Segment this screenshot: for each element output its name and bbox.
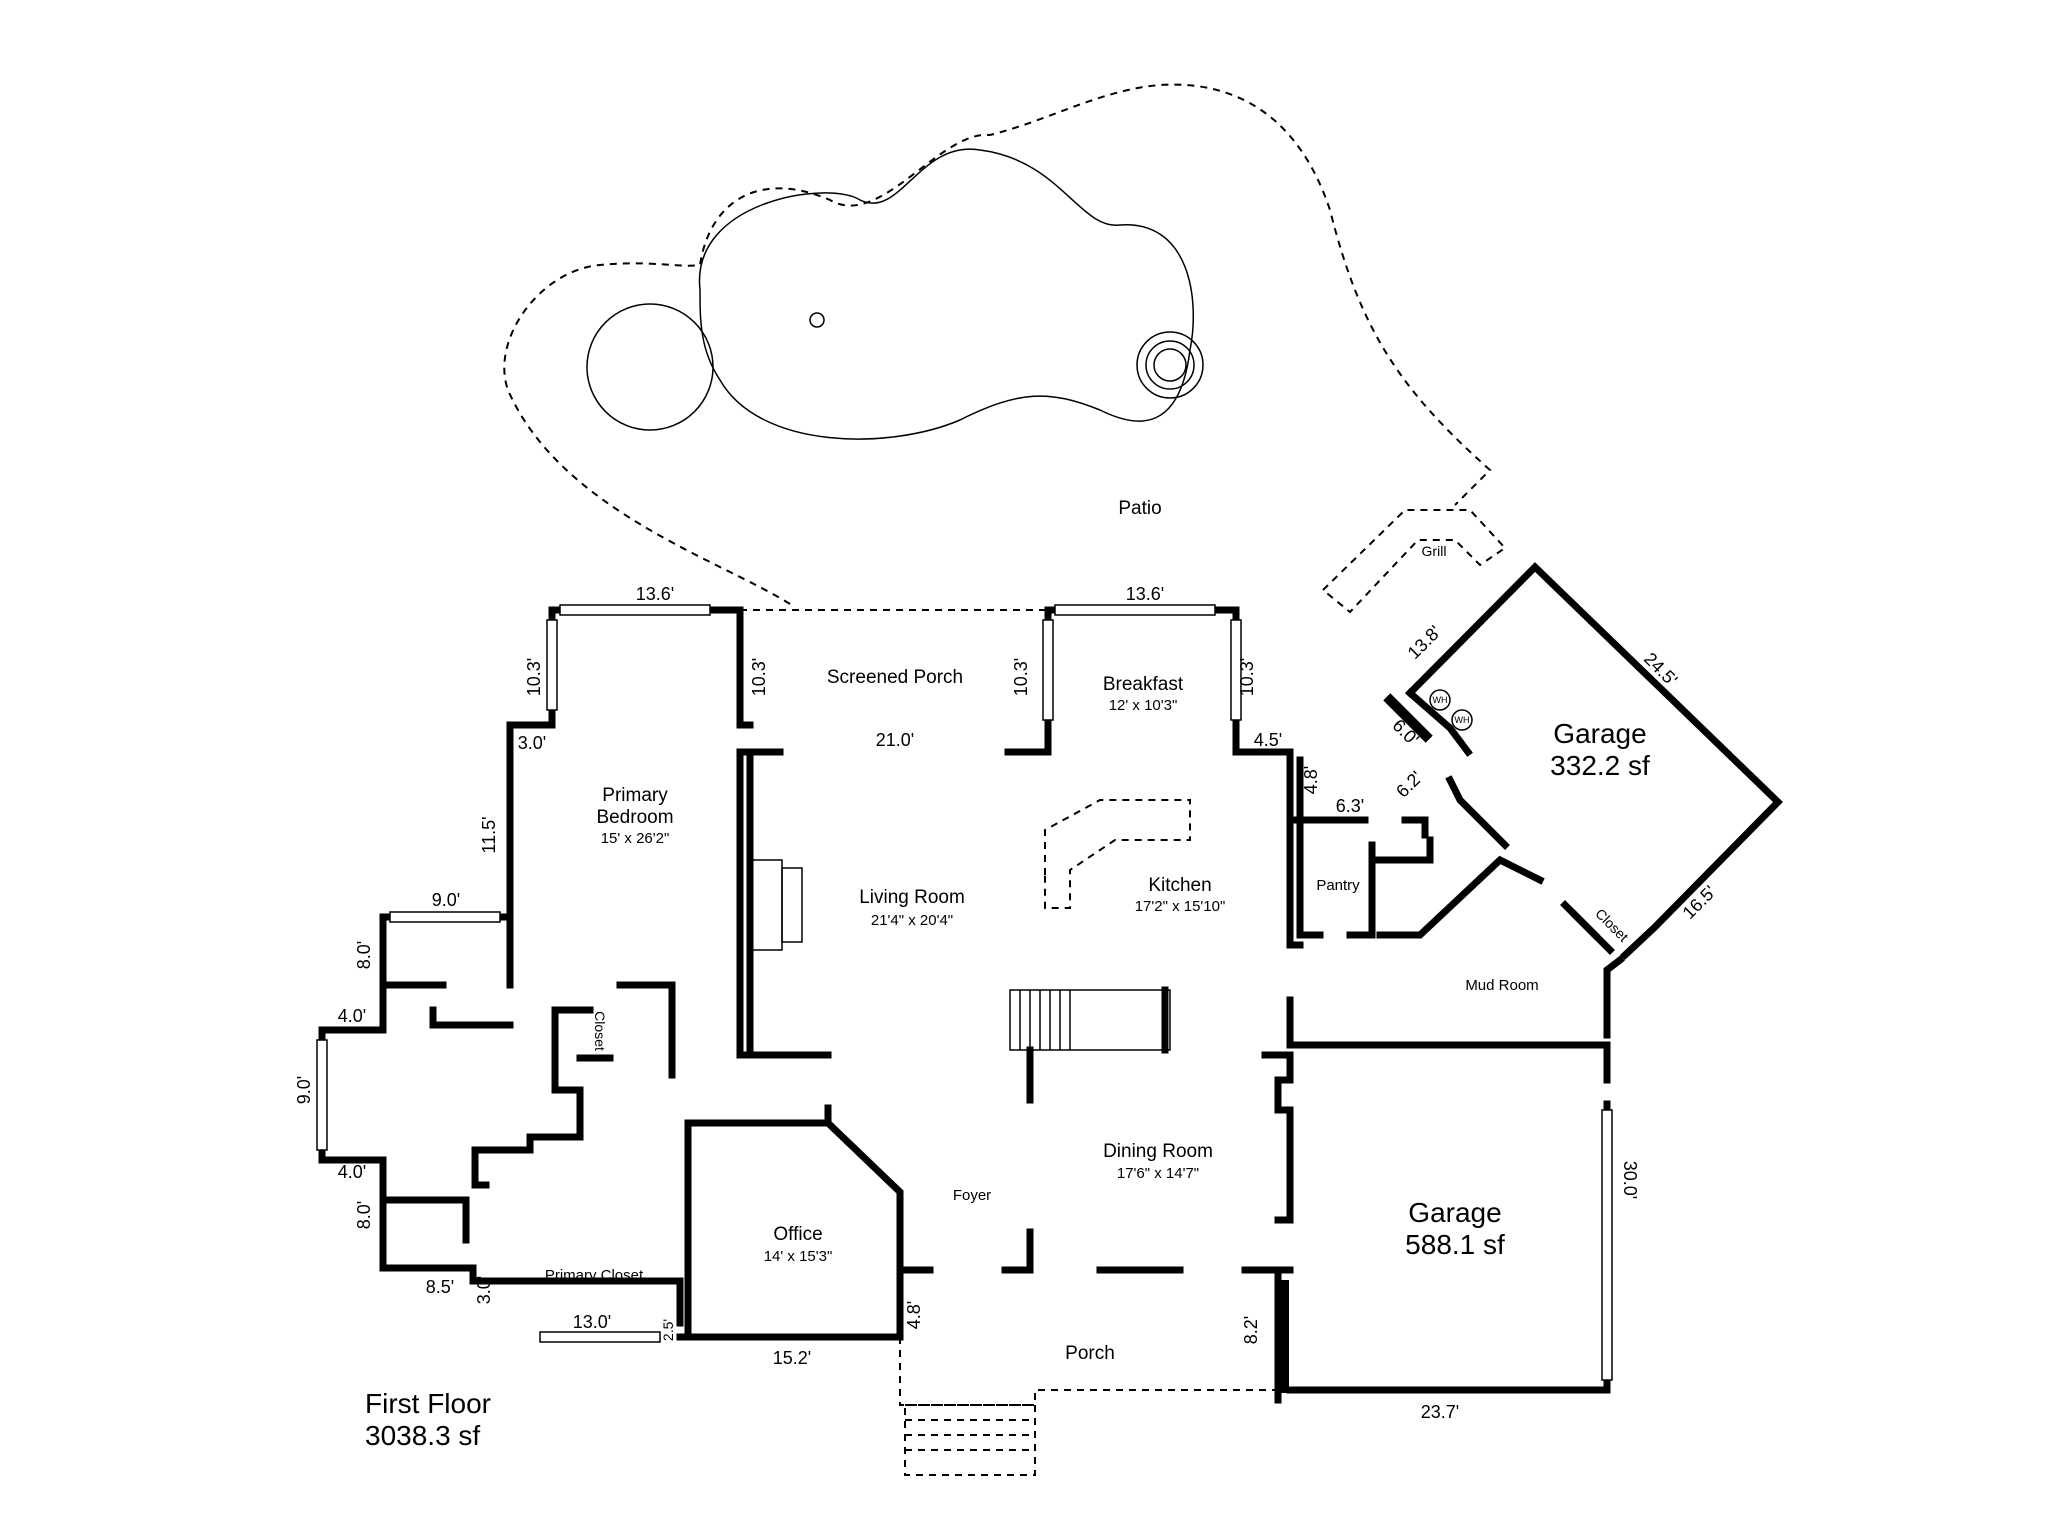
measure-breakfast-step: 4.5' [1254,730,1282,750]
measure-pantry-top: 6.3' [1336,796,1364,816]
measure-porch-side: 8.2' [1241,1316,1261,1344]
garage-top-label: Garage [1553,718,1646,749]
living-room-label: Living Room [859,887,965,908]
measure-bath-c: 9.0' [294,1076,314,1104]
measure-closet-a: 3.0' [474,1276,494,1304]
measure-bath-e: 8.0' [354,1201,374,1229]
primary-bedroom-label-1: Primary [602,785,668,806]
patio-label: Patio [1118,498,1161,519]
kitchen-label: Kitchen [1148,875,1211,896]
measure-breakfast-top: 13.6' [1126,584,1164,604]
breakfast-label: Breakfast [1103,674,1184,695]
measure-bed-top: 13.6' [636,584,674,604]
garage-bottom-area: 588.1 sf [1405,1229,1505,1260]
office-dims: 14' x 15'3" [764,1248,833,1265]
grill-label: Grill [1422,543,1447,559]
measure-office-side: 4.8' [904,1301,924,1329]
patio-outline [503,83,1492,605]
measure-bath-f: 8.5' [426,1277,454,1297]
pantry-label: Pantry [1316,877,1360,894]
grill-counter [1321,509,1507,614]
screened-porch-label: Screened Porch [827,667,963,688]
measure-closet-c: 2.5' [660,1319,676,1341]
measure-porch-bottom: 21.0' [876,730,914,750]
measure-porch-right: 10.3' [1011,658,1031,696]
porch-pillar [1275,1280,1289,1393]
measure-porch-left: 10.3' [749,658,769,696]
measure-garage-top-a: 13.8' [1404,622,1445,663]
kitchen-dims: 17'2" x 15'10" [1135,898,1226,915]
living-room-dims: 21'4" x 20'4" [871,912,953,929]
floor-area: 3038.3 sf [365,1420,480,1451]
measure-mud-a: 6.2' [1392,767,1426,801]
labels: Patio Grill Screened Porch Breakfast 12'… [294,498,1720,1451]
breakfast-dims: 12' x 10'3" [1109,697,1178,714]
measure-bed-left: 10.3' [524,658,544,696]
mud-room-label: Mud Room [1465,977,1538,994]
closet-small-label: Closet [592,1011,608,1051]
primary-bedroom-dims: 15' x 26'2" [601,830,670,847]
porch-outline [899,1337,1278,1406]
garage-corner [1383,693,1433,743]
garage-bottom-label: Garage [1408,1197,1501,1228]
foyer-label: Foyer [953,1187,991,1204]
measure-bath-d: 4.0' [338,1162,366,1182]
porch-label: Porch [1065,1343,1115,1364]
measure-garage-bottom: 23.7' [1421,1402,1459,1422]
dining-room-dims: 17'6" x 14'7" [1117,1165,1199,1182]
measure-closet-b: 13.0' [573,1312,611,1332]
stairs [1009,986,1171,1104]
primary-closet-label: Primary Closet [545,1267,644,1284]
windows [316,604,1613,1381]
floor-name: First Floor [365,1388,491,1419]
measure-pantry-side: 4.8' [1301,766,1321,794]
measure-bath-top: 9.0' [432,890,460,910]
dining-room-label: Dining Room [1103,1141,1213,1162]
measure-bath-b: 4.0' [338,1006,366,1026]
wh-label-2: WH [1455,715,1470,725]
porch-steps [904,1404,1036,1476]
measure-mud-b: 6.0' [1389,715,1423,749]
walls [318,562,1783,1404]
measure-garage-top-c: 16.5' [1679,882,1720,923]
water-heater-1 [1429,689,1451,711]
measure-bed-wall: 11.5' [479,816,499,853]
water-heater-2 [1451,709,1473,731]
garage-top-area: 332.2 sf [1550,750,1650,781]
wh-label-1: WH [1433,695,1448,705]
measure-garage-right: 30.0' [1620,1161,1640,1199]
office-label: Office [773,1224,822,1245]
measure-bed-step: 3.0' [518,733,546,753]
fireplace [751,859,803,951]
kitchen-island [1044,799,1191,909]
pool [586,148,1204,440]
measure-bath-a: 8.0' [354,941,374,969]
measure-breakfast-right: 10.3' [1237,658,1257,696]
primary-bedroom-label-2: Bedroom [596,807,673,828]
measure-office-bottom: 15.2' [773,1348,811,1368]
